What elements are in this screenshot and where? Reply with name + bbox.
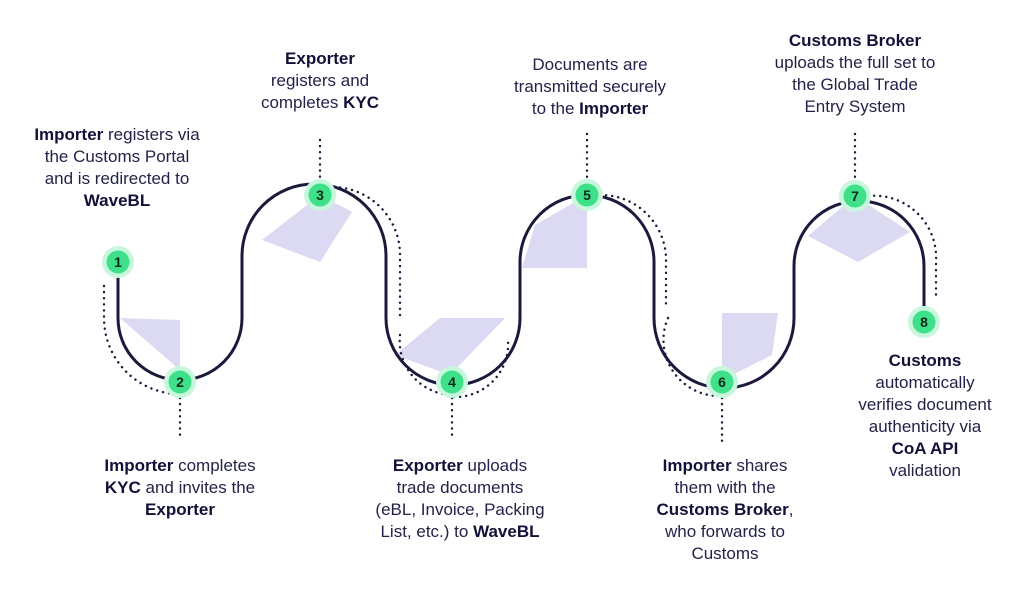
wedge-shape — [262, 195, 352, 262]
caption-text: registers via — [103, 125, 200, 144]
wedge-shape — [722, 313, 778, 380]
caption-text: Importer — [579, 99, 649, 118]
node-circle — [440, 370, 464, 394]
caption-text: the Global Trade — [792, 75, 918, 94]
caption-text: trade documents — [396, 478, 524, 497]
caption-text: Exporter — [285, 49, 355, 68]
caption-text: , — [788, 500, 794, 519]
dotted-arc — [102, 284, 180, 396]
caption-text: completes — [173, 456, 256, 475]
caption-text: uploads — [462, 456, 528, 475]
dotted-arc — [662, 316, 724, 398]
wedge-group — [120, 195, 910, 380]
caption-text: Importer — [104, 456, 174, 475]
node-circle — [575, 183, 599, 207]
caption-text: to the — [531, 99, 580, 118]
node-number: 5 — [583, 187, 591, 203]
node-number: 1 — [114, 254, 122, 270]
wave-path — [116, 182, 926, 390]
node-circle — [308, 183, 332, 207]
node-circle — [168, 370, 192, 394]
caption-text: KYC — [104, 478, 141, 497]
caption-text: and is redirected to — [44, 169, 190, 188]
caption-text: Importer — [34, 125, 104, 144]
caption-text: authenticity via — [868, 417, 982, 436]
wedge-shape — [120, 318, 180, 370]
caption-text: automatically — [875, 373, 975, 392]
caption-text: Importer — [662, 456, 732, 475]
caption-text: Customs Broker — [656, 500, 789, 519]
step-node-2: 2 — [164, 366, 196, 398]
step-node-6: 6 — [706, 366, 738, 398]
caption-text: verifies document — [858, 395, 992, 414]
step-1-caption: Importer registers via the Customs Portal… — [12, 124, 222, 212]
node-number: 7 — [851, 188, 859, 204]
wedge-shape — [808, 196, 910, 262]
caption-text: who forwards to — [665, 522, 785, 541]
step-node-1: 1 — [102, 246, 134, 278]
caption-text: completes — [260, 93, 344, 112]
caption-text: KYC — [343, 93, 380, 112]
node-number: 8 — [920, 314, 928, 330]
caption-text: List, etc.) to — [380, 522, 474, 541]
caption-text: Documents are — [532, 55, 648, 74]
node-circle — [710, 370, 734, 394]
caption-text: uploads the full set to — [774, 53, 936, 72]
wedge-shape — [522, 195, 587, 268]
caption-text: WaveBL — [473, 522, 540, 541]
step-node-7: 7 — [839, 180, 871, 212]
caption-text: Exporter — [392, 456, 463, 475]
dotted-arc — [598, 193, 668, 307]
step-7-caption: Customs Broker uploads the full set to the… — [755, 30, 955, 118]
caption-text: shares — [731, 456, 788, 475]
node-circle — [843, 184, 867, 208]
caption-text: (eBL, Invoice, Packing — [375, 500, 545, 519]
caption-text: Customs Broker — [788, 31, 922, 50]
caption-text: WaveBL — [83, 191, 151, 210]
step-node-4: 4 — [436, 366, 468, 398]
step-nodes: 1 2 3 4 5 6 7 8 — [102, 179, 940, 398]
node-circle — [106, 250, 130, 274]
step-4-caption: Exporter uploads trade documents (eBL, Inv… — [355, 455, 565, 543]
step-node-3: 3 — [304, 179, 336, 211]
node-number: 6 — [718, 374, 726, 390]
step-node-8: 8 — [908, 306, 940, 338]
dotted-arc — [332, 185, 402, 317]
caption-text: Exporter — [145, 500, 215, 519]
caption-text: transmitted securely — [513, 77, 667, 96]
caption-text: Customs — [888, 351, 962, 370]
caption-text: validation — [889, 461, 961, 480]
caption-text: registers and — [270, 71, 370, 90]
node-number: 4 — [448, 374, 456, 390]
step-node-5: 5 — [571, 179, 603, 211]
caption-text: Entry System — [804, 97, 906, 116]
caption-text: CoA API — [891, 439, 959, 458]
caption-text: Customs — [691, 544, 759, 563]
wedge-shape — [395, 318, 505, 375]
step-3-caption: Exporter registers and completes KYC — [235, 48, 405, 114]
caption-text: and invites the — [140, 478, 256, 497]
node-number: 2 — [176, 374, 184, 390]
caption-text: them with the — [674, 478, 776, 497]
caption-text: the Customs Portal — [44, 147, 190, 166]
step-8-caption: Customs automatically verifies document aut… — [830, 350, 1020, 482]
node-circle — [912, 310, 936, 334]
node-number: 3 — [316, 187, 324, 203]
